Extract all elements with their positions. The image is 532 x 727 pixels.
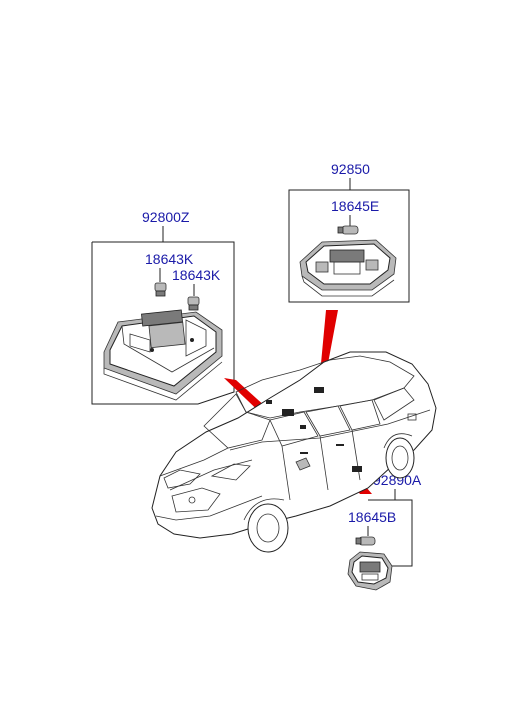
rear-bulb-drawing: [355, 536, 376, 546]
front-lamp-callout-box: [91, 241, 235, 405]
label-center-bulb[interactable]: 18645E: [331, 198, 379, 214]
front-bulb-1-drawing: [154, 282, 167, 297]
rear-lamp-location: [352, 466, 362, 472]
label-front-bulb-2[interactable]: 18643K: [172, 267, 221, 283]
rear-lamp-group: 92890A 18645B: [347, 472, 422, 591]
rear-lamp-bracket: [368, 499, 413, 567]
label-rear-lamp-assy[interactable]: 92890A: [373, 472, 422, 488]
label-front-bulb-1[interactable]: 18643K: [145, 251, 194, 267]
center-lamp-callout-box: [288, 189, 410, 303]
front-lamp-group: 92800Z 18643K 18643K: [91, 209, 235, 405]
sunvisor-lamp-right: [300, 425, 306, 429]
rear-lamp-drawing: [347, 551, 393, 591]
sunvisor-lamp-left: [266, 400, 272, 404]
center-bulb-drawing: [337, 225, 359, 235]
center-lamp-group: 92850 18645E: [288, 161, 410, 303]
center-lamp-drawing: [299, 239, 397, 297]
front-lamp-location: [282, 409, 294, 416]
car-drawing: [151, 351, 437, 553]
pointer-to-center-lamp: [320, 310, 338, 374]
label-front-lamp-assy[interactable]: 92800Z: [142, 209, 190, 225]
front-lamp-drawing: [103, 309, 223, 401]
label-rear-bulb[interactable]: 18645B: [348, 509, 396, 525]
center-lamp-location: [314, 387, 324, 393]
front-bulb-2-drawing: [187, 296, 200, 311]
label-center-lamp-assy[interactable]: 92850: [331, 161, 370, 177]
